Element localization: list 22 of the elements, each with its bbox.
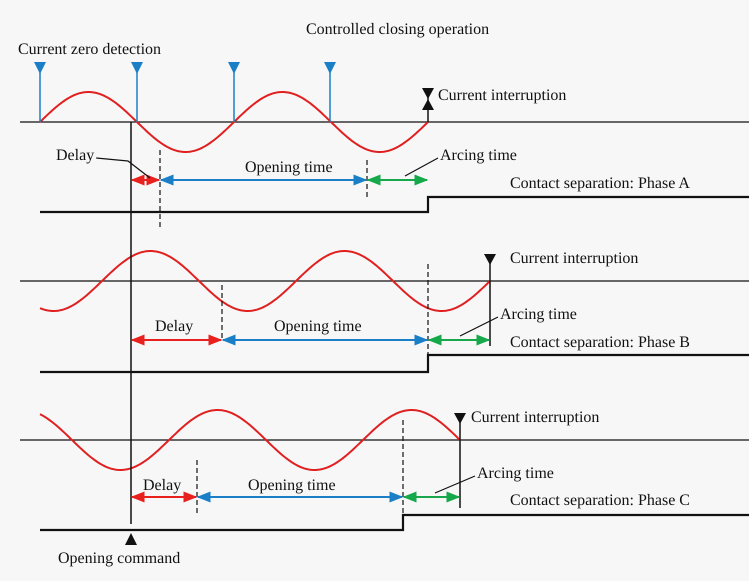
label-text: Current interruption — [471, 409, 600, 427]
label-text: Opening command — [58, 550, 180, 568]
leader-label: Arcing time — [440, 147, 517, 165]
leader-line — [434, 475, 476, 494]
label-text: Opening time — [248, 477, 336, 495]
label-text: Current interruption — [510, 250, 638, 268]
label-text: Delay — [143, 477, 182, 495]
leader-line — [96, 157, 150, 178]
leader-label: Arcing time — [500, 306, 577, 324]
label-text: Delay — [155, 318, 194, 336]
label-text: Opening time — [274, 318, 362, 336]
label-text: Current interruption — [438, 87, 566, 105]
leader-label: Arcing time — [477, 465, 554, 483]
leader-line — [460, 316, 498, 337]
label-text: Contact separation: Phase A — [510, 175, 690, 193]
label-text: Opening time — [245, 159, 333, 177]
label-text: Contact separation: Phase B — [510, 334, 690, 352]
label-text: Contact separation: Phase C — [510, 492, 690, 510]
leader-line — [404, 157, 438, 177]
leader-label: Delay — [56, 147, 94, 165]
title: Controlled closing operation — [306, 21, 490, 39]
label-text: Current zero detection — [18, 41, 162, 59]
